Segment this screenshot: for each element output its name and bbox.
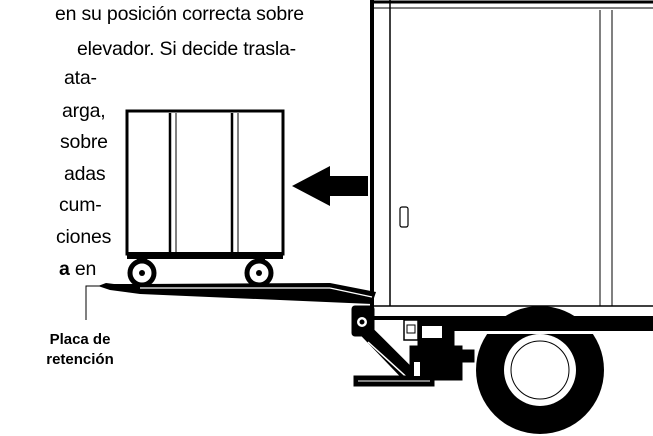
paragraph-line-1: en su posición correcta sobre bbox=[55, 3, 304, 25]
liftgate-platform bbox=[85, 283, 376, 320]
paragraph-line-5: sobre bbox=[60, 131, 108, 153]
lift-mechanism bbox=[351, 305, 475, 387]
paragraph-line-8: ciones bbox=[56, 226, 112, 248]
paragraph-line-9: a en bbox=[59, 258, 96, 280]
bold-fragment: a bbox=[59, 258, 70, 280]
paragraph-line-6: adas bbox=[64, 163, 106, 185]
truck-wheel bbox=[476, 306, 606, 434]
cart bbox=[125, 109, 285, 288]
truck-body bbox=[370, 0, 653, 320]
paragraph-line-7: cum- bbox=[59, 194, 102, 216]
caption-line-2: retención bbox=[46, 351, 114, 368]
figure-caption: Placa de retención bbox=[22, 330, 138, 370]
caption-line-1: Placa de bbox=[49, 331, 111, 348]
paragraph-line-4: arga, bbox=[62, 100, 106, 122]
paragraph-line-2: elevador. Si decide trasla- bbox=[77, 38, 296, 60]
retention-plate bbox=[98, 283, 122, 290]
caption-leader bbox=[85, 285, 104, 320]
paragraph-line-3: ata- bbox=[64, 67, 97, 89]
arrow-icon bbox=[292, 166, 368, 206]
line-rest: en bbox=[69, 258, 97, 280]
